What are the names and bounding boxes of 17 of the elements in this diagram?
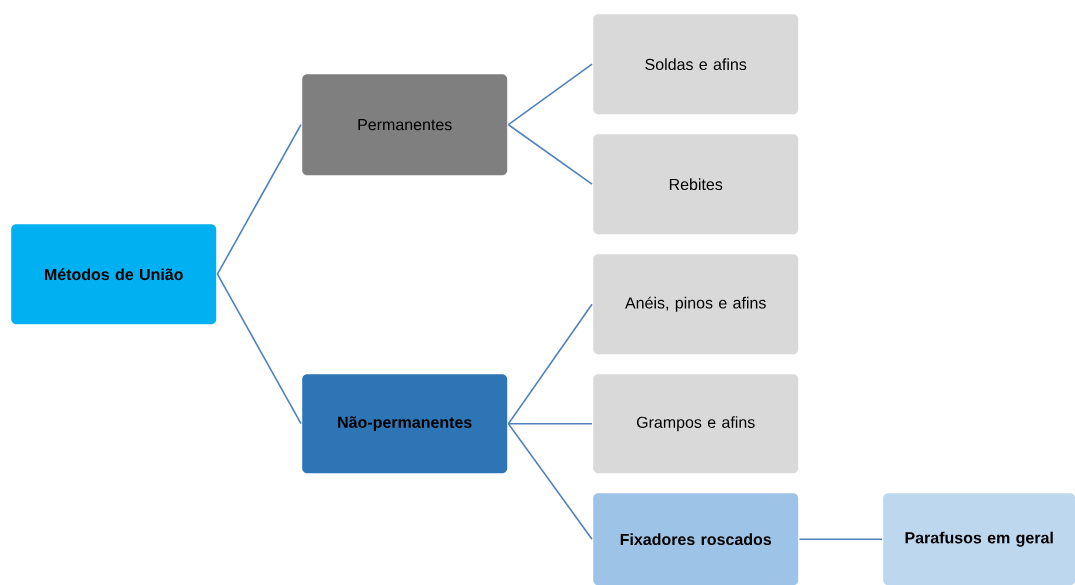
connector-line (507, 123, 593, 185)
process-box: Rebites (593, 134, 799, 235)
connector-line (507, 422, 593, 540)
process-box: Permanentes (302, 74, 508, 176)
connector-line (216, 123, 302, 275)
process-box: Métodos de União (11, 224, 217, 325)
connector-line (507, 63, 593, 126)
process-box: Grampos e afins (593, 374, 799, 474)
process-box: Anéis, pinos e afins (593, 254, 799, 355)
process-box: Fixadores roscados (593, 493, 799, 585)
process-box: Soldas e afins (593, 14, 799, 115)
connector-line (216, 273, 302, 425)
process-box: Não-permanentes (302, 374, 508, 474)
connector-line (798, 538, 883, 540)
connector-line (507, 422, 593, 425)
process-box: Parafusos em geral (883, 493, 1075, 585)
connector-line (507, 303, 593, 425)
